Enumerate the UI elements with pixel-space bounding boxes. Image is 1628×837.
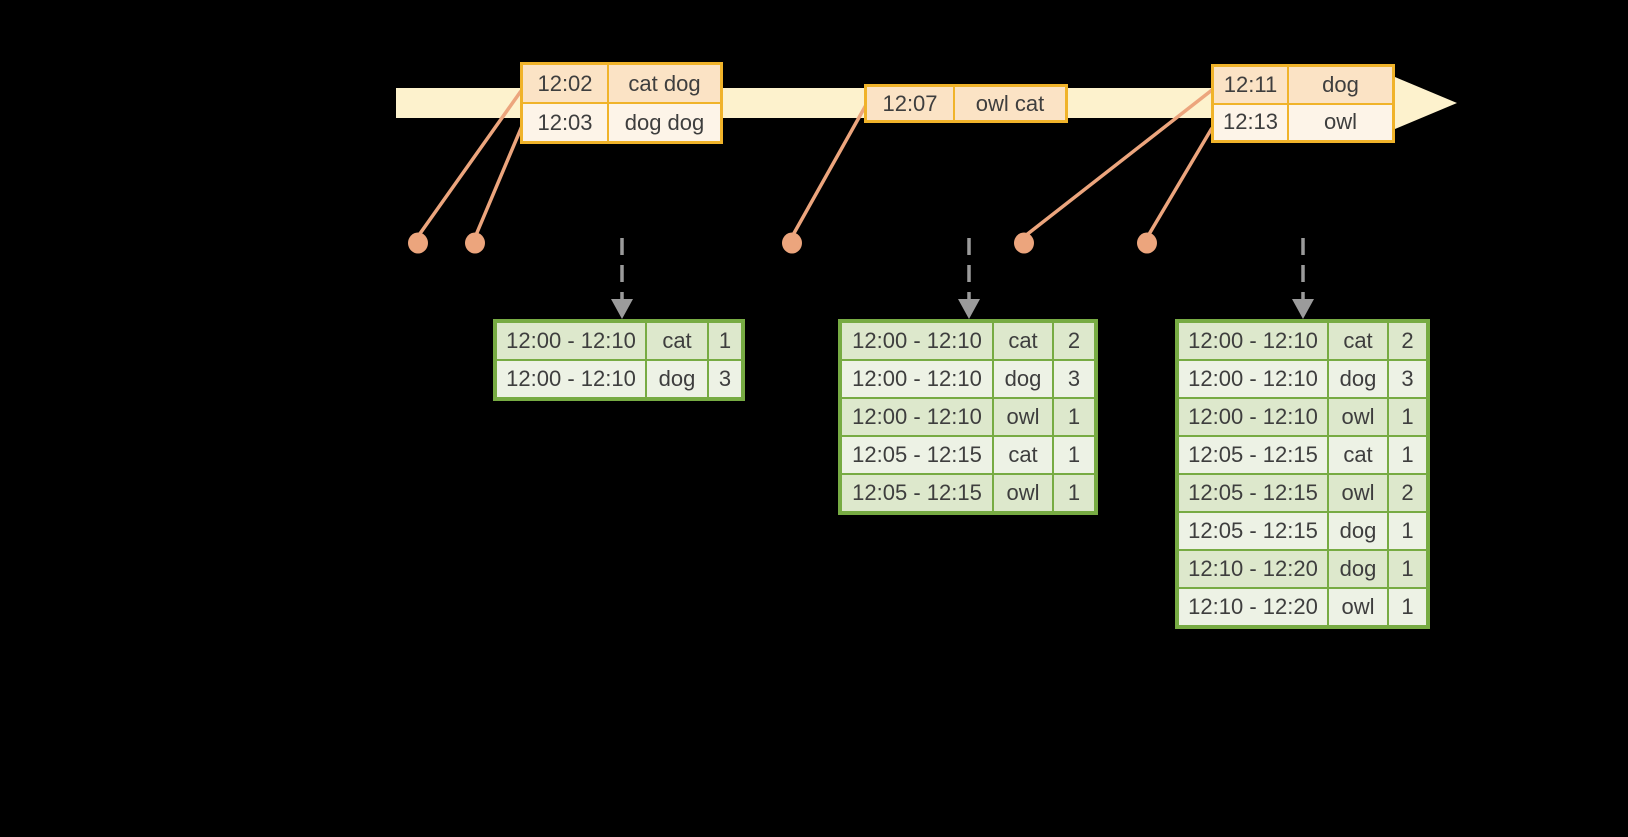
event-words-cell: cat dog xyxy=(609,65,720,102)
window-cell: 12:00 - 12:10 xyxy=(497,361,645,397)
event-connector-line xyxy=(474,125,524,236)
count-cell: 1 xyxy=(1389,399,1426,435)
event-time-cell: 12:02 xyxy=(523,65,607,102)
event-time-cell: 12:07 xyxy=(867,87,953,120)
event-connectors xyxy=(417,88,1214,238)
result-row: 12:05 - 12:15 dog 1 xyxy=(1179,513,1426,549)
word-cell: cat xyxy=(1329,323,1387,359)
window-cell: 12:05 - 12:15 xyxy=(842,437,992,473)
window-cell: 12:00 - 12:10 xyxy=(1179,361,1327,397)
word-cell: dog xyxy=(1329,513,1387,549)
result-row: 12:05 - 12:15 owl 1 xyxy=(842,475,1094,511)
result-row: 12:00 - 12:10 cat 1 xyxy=(497,323,741,359)
count-cell: 1 xyxy=(1054,399,1094,435)
count-cell: 1 xyxy=(1389,589,1426,625)
result-table-1: 12:00 - 12:10 cat 1 12:00 - 12:10 dog 3 xyxy=(493,319,745,401)
window-cell: 12:00 - 12:10 xyxy=(842,361,992,397)
event-dots xyxy=(408,232,1157,254)
event-connector-line xyxy=(791,104,868,236)
result-row: 12:00 - 12:10 owl 1 xyxy=(842,399,1094,435)
event-row: 12:07 owl cat xyxy=(867,87,1065,120)
count-cell: 1 xyxy=(1389,513,1426,549)
window-cell: 12:05 - 12:15 xyxy=(842,475,992,511)
count-cell: 2 xyxy=(1389,475,1426,511)
result-row: 12:05 - 12:15 cat 1 xyxy=(1179,437,1426,473)
window-cell: 12:05 - 12:15 xyxy=(1179,437,1327,473)
event-words-cell: dog xyxy=(1289,67,1392,103)
result-row: 12:10 - 12:20 owl 1 xyxy=(1179,589,1426,625)
count-cell: 1 xyxy=(1389,551,1426,587)
event-words-cell: dog dog xyxy=(609,104,720,141)
trigger-arrows xyxy=(620,238,1305,301)
word-cell: dog xyxy=(1329,361,1387,397)
event-dot xyxy=(1014,232,1034,254)
word-cell: cat xyxy=(647,323,707,359)
window-cell: 12:10 - 12:20 xyxy=(1179,551,1327,587)
event-row: 12:13 owl xyxy=(1214,104,1392,140)
event-connector-line xyxy=(417,89,523,237)
event-words-cell: owl cat xyxy=(955,87,1065,120)
window-cell: 12:00 - 12:10 xyxy=(842,323,992,359)
result-row: 12:00 - 12:10 cat 2 xyxy=(842,323,1094,359)
count-cell: 3 xyxy=(1054,361,1094,397)
window-cell: 12:05 - 12:15 xyxy=(1179,475,1327,511)
window-cell: 12:00 - 12:10 xyxy=(1179,399,1327,435)
word-cell: dog xyxy=(994,361,1052,397)
event-table-1: 12:02 cat dog 12:03 dog dog xyxy=(520,62,723,144)
result-row: 12:00 - 12:10 cat 2 xyxy=(1179,323,1426,359)
arrow-down-icon xyxy=(1292,299,1314,319)
window-cell: 12:00 - 12:10 xyxy=(1179,323,1327,359)
event-time-cell: 12:11 xyxy=(1214,67,1287,103)
event-table-3: 12:11 dog 12:13 owl xyxy=(1211,64,1395,143)
event-dot xyxy=(782,232,802,254)
window-cell: 12:00 - 12:10 xyxy=(842,399,992,435)
word-cell: cat xyxy=(994,323,1052,359)
result-row: 12:05 - 12:15 cat 1 xyxy=(842,437,1094,473)
event-time-cell: 12:13 xyxy=(1214,104,1287,140)
word-cell: cat xyxy=(994,437,1052,473)
arrow-down-icon xyxy=(611,299,633,319)
count-cell: 1 xyxy=(1054,475,1094,511)
word-cell: dog xyxy=(647,361,707,397)
word-cell: owl xyxy=(994,399,1052,435)
event-words-cell: owl xyxy=(1289,104,1392,140)
word-cell: owl xyxy=(1329,399,1387,435)
event-dot xyxy=(1137,232,1157,254)
count-cell: 3 xyxy=(709,361,741,397)
result-row: 12:10 - 12:20 dog 1 xyxy=(1179,551,1426,587)
window-cell: 12:05 - 12:15 xyxy=(1179,513,1327,549)
word-cell: dog xyxy=(1329,551,1387,587)
event-row: 12:03 dog dog xyxy=(523,104,720,141)
word-cell: cat xyxy=(1329,437,1387,473)
count-cell: 3 xyxy=(1389,361,1426,397)
result-row: 12:00 - 12:10 dog 3 xyxy=(497,361,741,397)
result-row: 12:00 - 12:10 dog 3 xyxy=(842,361,1094,397)
result-table-2: 12:00 - 12:10 cat 2 12:00 - 12:10 dog 3 … xyxy=(838,319,1098,515)
result-row: 12:00 - 12:10 owl 1 xyxy=(1179,399,1426,435)
count-cell: 1 xyxy=(1054,437,1094,473)
event-connector-line xyxy=(1146,127,1214,237)
event-row: 12:02 cat dog xyxy=(523,65,720,102)
arrow-down-icon xyxy=(958,299,980,319)
count-cell: 1 xyxy=(1389,437,1426,473)
event-row: 12:11 dog xyxy=(1214,67,1392,103)
window-cell: 12:10 - 12:20 xyxy=(1179,589,1327,625)
event-dot xyxy=(408,232,428,254)
trigger-arrowheads xyxy=(611,299,1314,319)
event-time-cell: 12:03 xyxy=(523,104,607,141)
count-cell: 2 xyxy=(1389,323,1426,359)
event-connector-line xyxy=(1023,88,1214,238)
result-row: 12:00 - 12:10 dog 3 xyxy=(1179,361,1426,397)
word-cell: owl xyxy=(1329,475,1387,511)
event-table-2: 12:07 owl cat xyxy=(864,84,1068,123)
count-cell: 2 xyxy=(1054,323,1094,359)
word-cell: owl xyxy=(1329,589,1387,625)
event-dot xyxy=(465,232,485,254)
window-cell: 12:00 - 12:10 xyxy=(497,323,645,359)
timeline-arrowhead-icon xyxy=(1395,77,1457,129)
count-cell: 1 xyxy=(709,323,741,359)
word-cell: owl xyxy=(994,475,1052,511)
result-row: 12:05 - 12:15 owl 2 xyxy=(1179,475,1426,511)
result-table-3: 12:00 - 12:10 cat 2 12:00 - 12:10 dog 3 … xyxy=(1175,319,1430,629)
